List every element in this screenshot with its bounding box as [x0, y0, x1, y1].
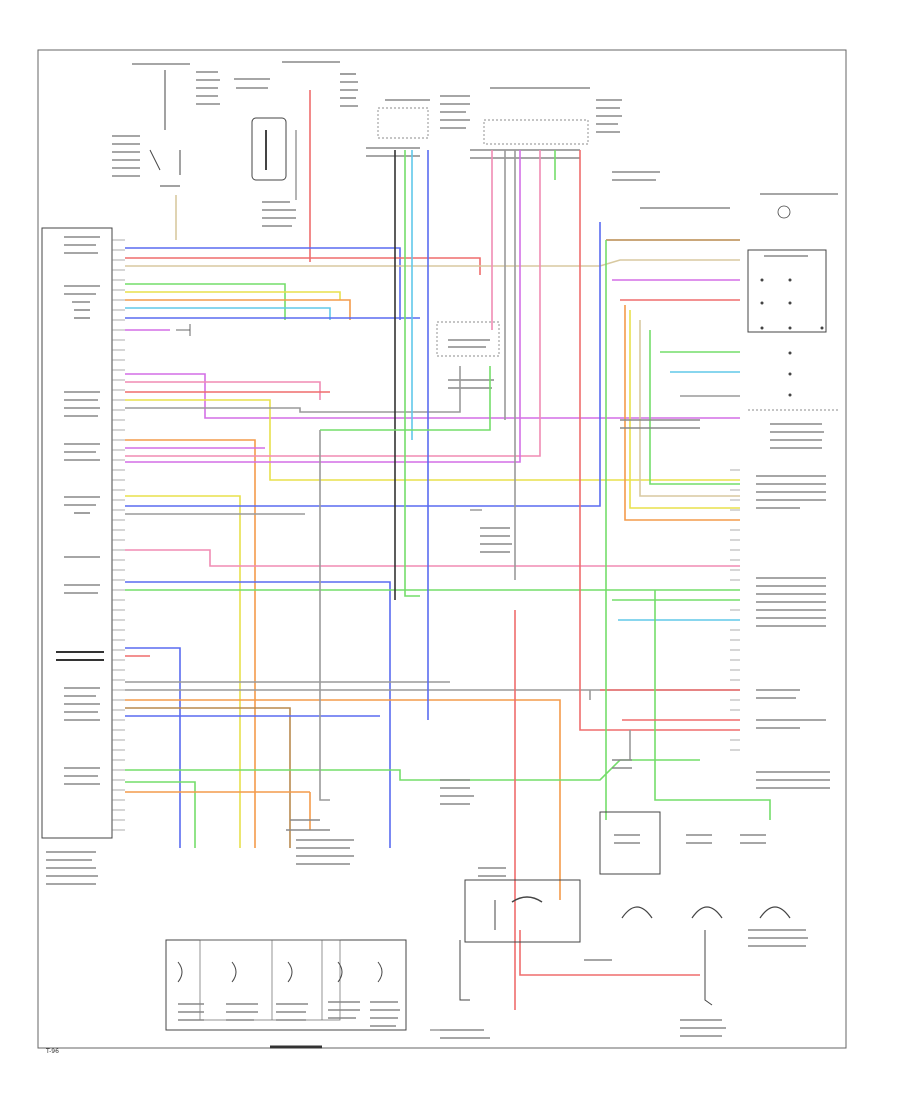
wires-right [589, 239, 771, 820]
top-middle-connector [366, 95, 470, 157]
transmission-control-module [41, 227, 125, 839]
solenoid-assembly [165, 819, 407, 1049]
right-connector-top [747, 249, 827, 397]
page-id: T-96 [46, 1048, 59, 1055]
top-center-switch-group [234, 61, 358, 262]
solenoid-coils [177, 961, 383, 983]
bottom-center-sensor [440, 779, 612, 1039]
tcm-caption [46, 851, 98, 885]
right-connector-bottom [730, 409, 840, 789]
center-relay [436, 321, 512, 553]
tcm-pin-ticks [112, 239, 125, 831]
tcm-bold-text-marks [56, 651, 104, 661]
fuse-area [612, 171, 838, 219]
wires-horizontal [125, 150, 740, 900]
brake-switch [149, 70, 181, 187]
top-right-connector [470, 87, 622, 159]
bottom-right-sensors [599, 419, 808, 1037]
wires-vertical [319, 150, 740, 1010]
fuse-symbol [777, 205, 791, 219]
ignition-switch-box [251, 117, 287, 181]
top-left-switch-group [112, 63, 220, 240]
tcm-text-marks [64, 236, 100, 785]
page-border [37, 49, 847, 1049]
ground-symbols [176, 324, 482, 1031]
